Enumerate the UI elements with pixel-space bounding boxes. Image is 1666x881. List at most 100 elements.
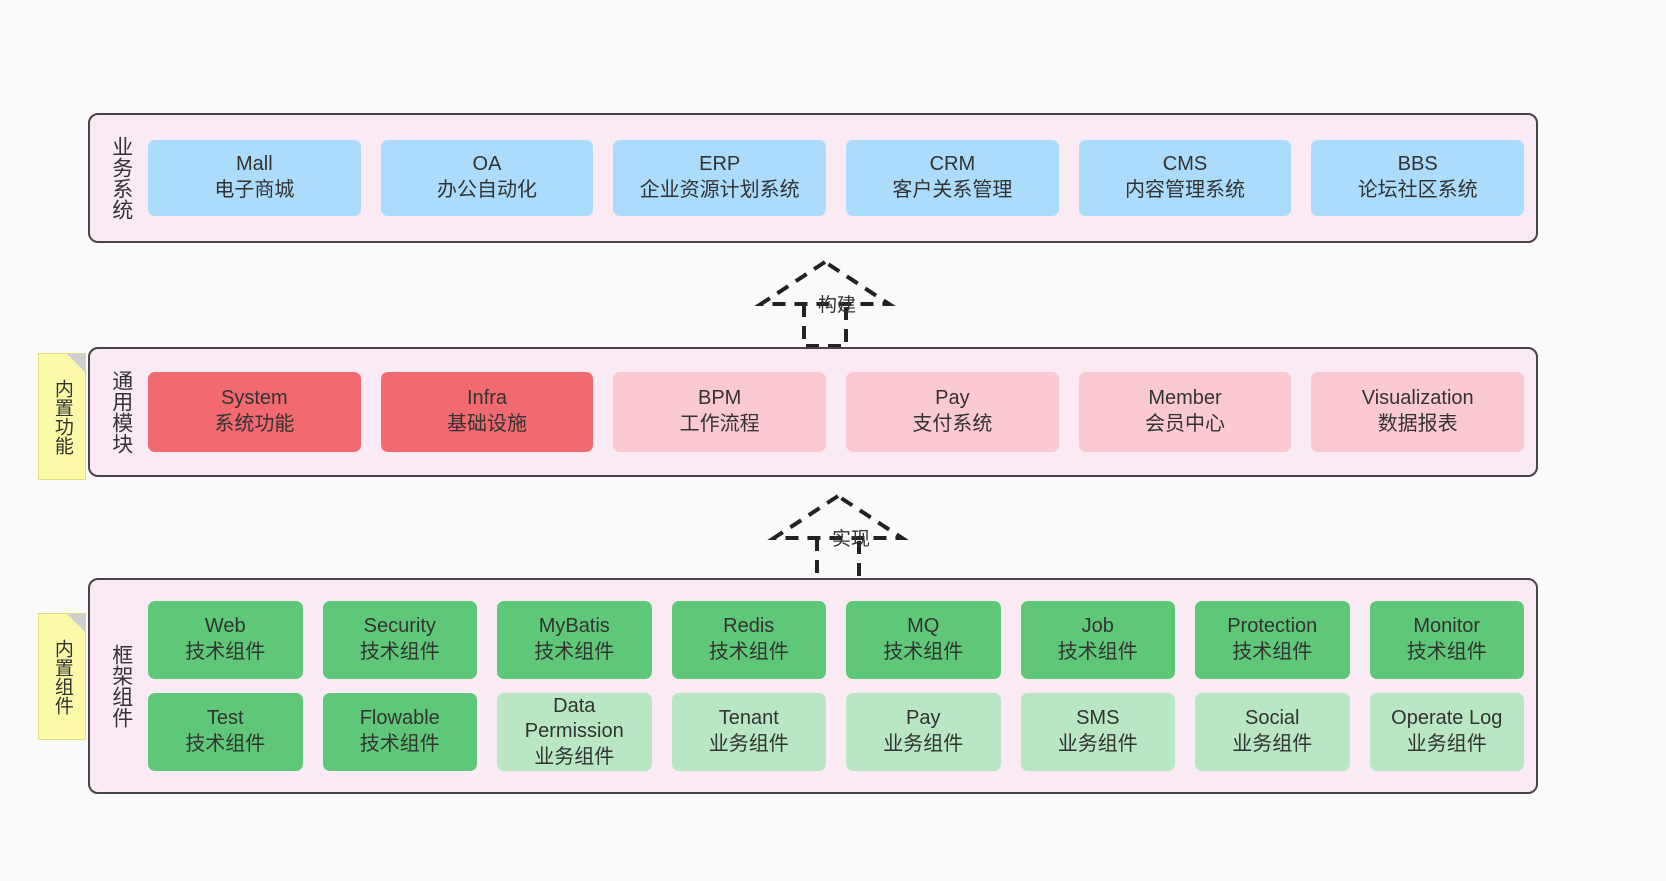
card-security[interactable]: Security 技术组件	[322, 601, 477, 679]
card-erp[interactable]: ERP 企业资源计划系统	[613, 140, 827, 216]
card-subtitle: 技术组件	[1406, 641, 1487, 663]
card-subtitle: 技术组件	[1057, 641, 1138, 663]
card-job[interactable]: Job 技术组件	[1020, 601, 1175, 679]
card-data-permission[interactable]: Data Permission 业务组件	[497, 693, 652, 771]
card-subtitle: 技术组件	[359, 641, 440, 663]
layer-framework-components[interactable]: 框架组件 Web 技术组件 Security 技术组件 MyBatis 技术组件…	[88, 578, 1538, 794]
card-cms[interactable]: CMS 内容管理系统	[1078, 140, 1292, 216]
card-social[interactable]: Social 业务组件	[1195, 693, 1350, 771]
card-title: Social	[1245, 707, 1300, 730]
card-subtitle: 基础设施	[447, 413, 527, 435]
card-mybatis[interactable]: MyBatis 技术组件	[497, 601, 652, 679]
card-test[interactable]: Test 技术组件	[148, 693, 303, 771]
card-subtitle: 论坛社区系统	[1357, 179, 1478, 201]
layer-body-common-modules: System 系统功能 Infra 基础设施 BPM 工作流程 Pay 支付系统…	[146, 355, 1526, 469]
card-row: Web 技术组件 Security 技术组件 MyBatis 技术组件 Redi…	[148, 601, 1524, 679]
card-subtitle: 技术组件	[185, 641, 266, 663]
card-title: CMS	[1162, 153, 1208, 176]
card-title: Redis	[723, 615, 775, 638]
card-mq[interactable]: MQ 技术组件	[846, 601, 1001, 679]
card-pay[interactable]: Pay 支付系统	[846, 372, 1059, 452]
card-title: Monitor	[1413, 615, 1481, 638]
layer-title-business-systems: 业务系统	[109, 136, 133, 220]
card-web[interactable]: Web 技术组件	[148, 601, 303, 679]
card-subtitle: 业务组件	[708, 733, 789, 755]
card-subtitle: 业务组件	[1232, 733, 1313, 755]
card-mall[interactable]: Mall 电子商城	[148, 140, 361, 216]
card-redis[interactable]: Redis 技术组件	[671, 601, 826, 679]
card-title: Operate Log	[1391, 707, 1503, 730]
card-title: Job	[1081, 615, 1114, 638]
card-subtitle: 工作流程	[679, 413, 760, 435]
card-title: Mall	[236, 153, 273, 176]
card-title: Pay	[935, 387, 970, 410]
card-subtitle: 技术组件	[185, 733, 266, 755]
card-subtitle: 电子商城	[214, 179, 295, 201]
card-title: Pay	[906, 707, 941, 730]
card-subtitle: 技术组件	[708, 641, 789, 663]
card-subtitle: 技术组件	[359, 733, 440, 755]
card-title: Test	[206, 707, 244, 730]
card-member[interactable]: Member 会员中心	[1078, 372, 1292, 452]
card-bpm[interactable]: BPM 工作流程	[613, 372, 827, 452]
card-title: MyBatis	[538, 615, 610, 638]
card-flowable[interactable]: Flowable 技术组件	[322, 693, 477, 771]
card-title: BBS	[1397, 153, 1438, 176]
layer-body-business-systems: Mall 电子商城 OA 办公自动化 ERP 企业资源计划系统 CRM 客户关系…	[146, 121, 1526, 235]
note-fold-corner	[67, 614, 85, 632]
card-subtitle: 会员中心	[1145, 413, 1226, 435]
card-title: Tenant	[718, 707, 779, 730]
card-title: BPM	[698, 387, 742, 410]
card-subtitle: 数据报表	[1377, 413, 1458, 435]
card-tenant[interactable]: Tenant 业务组件	[671, 693, 826, 771]
card-visualization[interactable]: Visualization 数据报表	[1311, 372, 1525, 452]
card-bbs[interactable]: BBS 论坛社区系统	[1311, 140, 1525, 216]
card-row: Test 技术组件 Flowable 技术组件 Data Permission …	[148, 693, 1524, 771]
card-crm[interactable]: CRM 客户关系管理	[846, 140, 1059, 216]
card-row: Mall 电子商城 OA 办公自动化 ERP 企业资源计划系统 CRM 客户关系…	[148, 140, 1525, 216]
card-system[interactable]: System 系统功能	[148, 372, 361, 452]
card-title: MQ	[907, 615, 940, 638]
connector-build-arrow	[754, 256, 900, 348]
layer-title-common-modules: 通用模块	[109, 370, 133, 454]
card-title: Data Permission	[524, 694, 624, 743]
card-pay-business[interactable]: Pay 业务组件	[846, 693, 1001, 771]
card-subtitle: 业务组件	[883, 733, 964, 755]
card-monitor[interactable]: Monitor 技术组件	[1369, 601, 1524, 679]
card-sms[interactable]: SMS 业务组件	[1020, 693, 1175, 771]
card-title: CRM	[929, 153, 976, 176]
card-protection[interactable]: Protection 技术组件	[1195, 601, 1350, 679]
card-infra[interactable]: Infra 基础设施	[380, 372, 594, 452]
card-title: Security	[363, 615, 436, 638]
card-subtitle: 技术组件	[1232, 641, 1313, 663]
card-subtitle: 客户关系管理	[892, 179, 1013, 201]
card-title: System	[220, 387, 288, 410]
card-subtitle: 技术组件	[534, 641, 615, 663]
card-title: ERP	[699, 153, 741, 176]
card-title: Web	[204, 615, 246, 638]
sticky-note-builtin-components: 内置组件	[38, 613, 86, 740]
card-subtitle: 支付系统	[912, 413, 993, 435]
card-title: OA	[472, 153, 502, 176]
connector-implement-arrow	[767, 490, 913, 582]
card-oa[interactable]: OA 办公自动化	[380, 140, 594, 216]
card-subtitle: 技术组件	[883, 641, 964, 663]
layer-business-systems[interactable]: 业务系统 Mall 电子商城 OA 办公自动化 ERP 企业资源计划系统 CRM…	[88, 113, 1538, 243]
card-subtitle: 内容管理系统	[1125, 179, 1246, 201]
connector-implement-label: 实现	[832, 529, 871, 550]
card-subtitle: 办公自动化	[437, 179, 537, 201]
note-label: 内置功能	[51, 378, 73, 455]
layer-title-framework-components: 框架组件	[109, 644, 133, 728]
sticky-note-builtin-features: 内置功能	[38, 353, 86, 480]
card-title: Flowable	[359, 707, 440, 730]
card-row: System 系统功能 Infra 基础设施 BPM 工作流程 Pay 支付系统…	[148, 372, 1525, 452]
layer-body-framework-components: Web 技术组件 Security 技术组件 MyBatis 技术组件 Redi…	[146, 586, 1526, 786]
card-title: Visualization	[1361, 387, 1474, 410]
note-label: 内置组件	[51, 638, 73, 715]
card-operate-log[interactable]: Operate Log 业务组件	[1369, 693, 1524, 771]
card-title: Protection	[1227, 615, 1318, 638]
card-subtitle: 系统功能	[214, 413, 295, 435]
layer-common-modules[interactable]: 通用模块 System 系统功能 Infra 基础设施 BPM 工作流程 Pay…	[88, 347, 1538, 477]
card-subtitle: 业务组件	[534, 745, 615, 768]
